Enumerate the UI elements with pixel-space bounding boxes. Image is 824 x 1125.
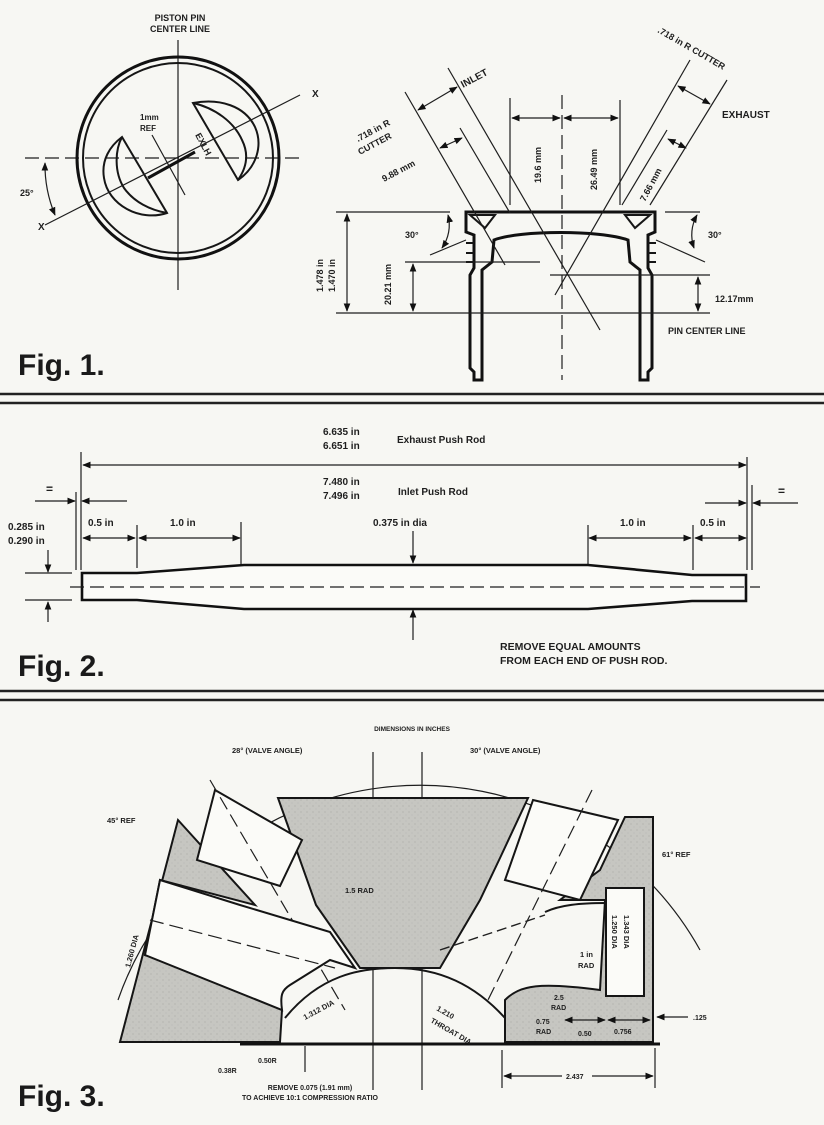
end-length-right: 0.5 in xyxy=(700,518,726,529)
offset-label-1: 1mm xyxy=(140,113,159,122)
rad-075-label: RAD xyxy=(536,1029,551,1036)
figure-2-push-rod: 6.635 in 6.651 in Exhaust Push Rod 7.480… xyxy=(8,427,798,683)
inlet-length-1: 7.480 in xyxy=(323,477,360,488)
exhaust-outlet xyxy=(605,887,645,997)
angle-left-label: 30° xyxy=(405,230,419,240)
remove-note-1: REMOVE 0.075 (1.91 mm) xyxy=(268,1085,352,1092)
exlh-axis-label: EXLH xyxy=(193,131,213,157)
exhaust-valve-head xyxy=(503,798,620,902)
crown-to-pin-label: 20.21 mm xyxy=(383,264,393,305)
taper-length-right: 1.0 in xyxy=(620,518,646,529)
piston-outline-outer xyxy=(75,55,281,261)
exhaust-length-1: 6.635 in xyxy=(323,427,360,438)
inlet-ref-angle: 45° REF xyxy=(107,816,136,825)
angle-right-label: 30° xyxy=(708,230,722,240)
exhaust-offset-label: 26.49 mm xyxy=(589,149,599,190)
angle-25-label: 25° xyxy=(20,188,34,198)
figure-1-piston: PISTON PIN CENTER LINE X X 25° 1mm REF E… xyxy=(18,13,770,382)
equal-mark-left: = xyxy=(46,482,53,496)
exhaust-rad-value: 1 in xyxy=(580,950,593,959)
dim-125: .125 xyxy=(693,1015,707,1022)
equal-mark-right: = xyxy=(778,484,785,498)
piston-side-view: INLET EXHAUST .718 in R CUTTER .718 in R… xyxy=(315,25,770,382)
pin-offset-label: 12.17mm xyxy=(715,294,754,304)
combustion-chamber-block xyxy=(276,797,530,969)
inlet-bowl-rad: 1.5 RAD xyxy=(345,886,374,895)
exhaust-valve-angle: 30° (VALVE ANGLE) xyxy=(470,746,541,755)
rad-25-label: RAD xyxy=(551,1005,566,1012)
axis-marker-x-lower: X xyxy=(38,222,45,233)
figure-3-label: Fig. 3. xyxy=(18,1080,105,1113)
inlet-seat-dia: 1.312 DIA xyxy=(302,998,337,1022)
end-length-left: 0.5 in xyxy=(88,518,114,529)
valve-relief-exhaust xyxy=(191,100,260,182)
dim-0756: 0.756 xyxy=(614,1029,632,1036)
piston-top-view: PISTON PIN CENTER LINE X X 25° 1mm REF E… xyxy=(20,13,319,290)
inlet-depth-label: 9.88 mm xyxy=(380,158,417,184)
remove-note-2: TO ACHIEVE 10:1 COMPRESSION RATIO xyxy=(242,1095,379,1102)
exhaust-outlet-dia-2: 1.343 DIA xyxy=(622,915,631,949)
push-rod-note-2: FROM EACH END OF PUSH ROD. xyxy=(500,655,668,667)
taper-length-left: 1.0 in xyxy=(170,518,196,529)
offset-label-2: REF xyxy=(140,124,156,133)
end-dia-1: 0.285 in xyxy=(8,522,45,533)
radius-038: 0.38R xyxy=(218,1068,237,1075)
inlet-label: INLET xyxy=(459,67,490,90)
dim-2437: 2.437 xyxy=(566,1074,584,1081)
inlet-port-dia: 1.260 DIA xyxy=(123,933,141,969)
height-max-label: 1.478 in xyxy=(315,259,325,292)
rad-25-value: 2.5 xyxy=(554,995,564,1002)
figure-2-label: Fig. 2. xyxy=(18,650,105,683)
dim-050: 0.50 xyxy=(578,1031,592,1038)
axis-marker-x-upper: X xyxy=(312,89,319,100)
pin-center-line-label: PIN CENTER LINE xyxy=(668,326,746,336)
exhaust-rod-name: Exhaust Push Rod xyxy=(397,435,485,446)
end-dia-2: 0.290 in xyxy=(8,536,45,547)
inlet-valve-head xyxy=(195,788,304,888)
exhaust-ref-angle: 61° REF xyxy=(662,850,691,859)
inlet-valve-angle: 28° (VALVE ANGLE) xyxy=(232,746,303,755)
exhaust-length-2: 6.651 in xyxy=(323,441,360,452)
figure-3-cylinder-head: DIMENSIONS IN INCHES 28° (VALVE ANGLE) 3… xyxy=(18,726,707,1113)
piston-outline-inner xyxy=(82,62,274,254)
exhaust-rad-label: RAD xyxy=(578,961,595,970)
pin-centerline-title-2: CENTER LINE xyxy=(150,24,210,34)
rad-075-value: 0.75 xyxy=(536,1019,550,1026)
inlet-offset-label: 19.6 mm xyxy=(533,147,543,183)
exhaust-label: EXHAUST xyxy=(722,110,770,121)
units-note: DIMENSIONS IN INCHES xyxy=(374,726,451,733)
radius-050: 0.50R xyxy=(258,1058,277,1065)
inlet-length-2: 7.496 in xyxy=(323,491,360,502)
pin-centerline-title-1: PISTON PIN xyxy=(155,13,206,23)
valve-relief-inlet xyxy=(102,135,169,217)
body-dia-label: 0.375 in dia xyxy=(373,518,427,529)
exhaust-outlet-dia-1: 1.250 DIA xyxy=(610,915,619,949)
push-rod-note-1: REMOVE EQUAL AMOUNTS xyxy=(500,641,641,653)
figure-1-label: Fig. 1. xyxy=(18,349,105,382)
inlet-rod-name: Inlet Push Rod xyxy=(398,487,468,498)
height-min-label: 1.470 in xyxy=(327,259,337,292)
piston-profile xyxy=(464,210,657,382)
exhaust-cutter-label: .718 in R CUTTER xyxy=(656,25,727,72)
